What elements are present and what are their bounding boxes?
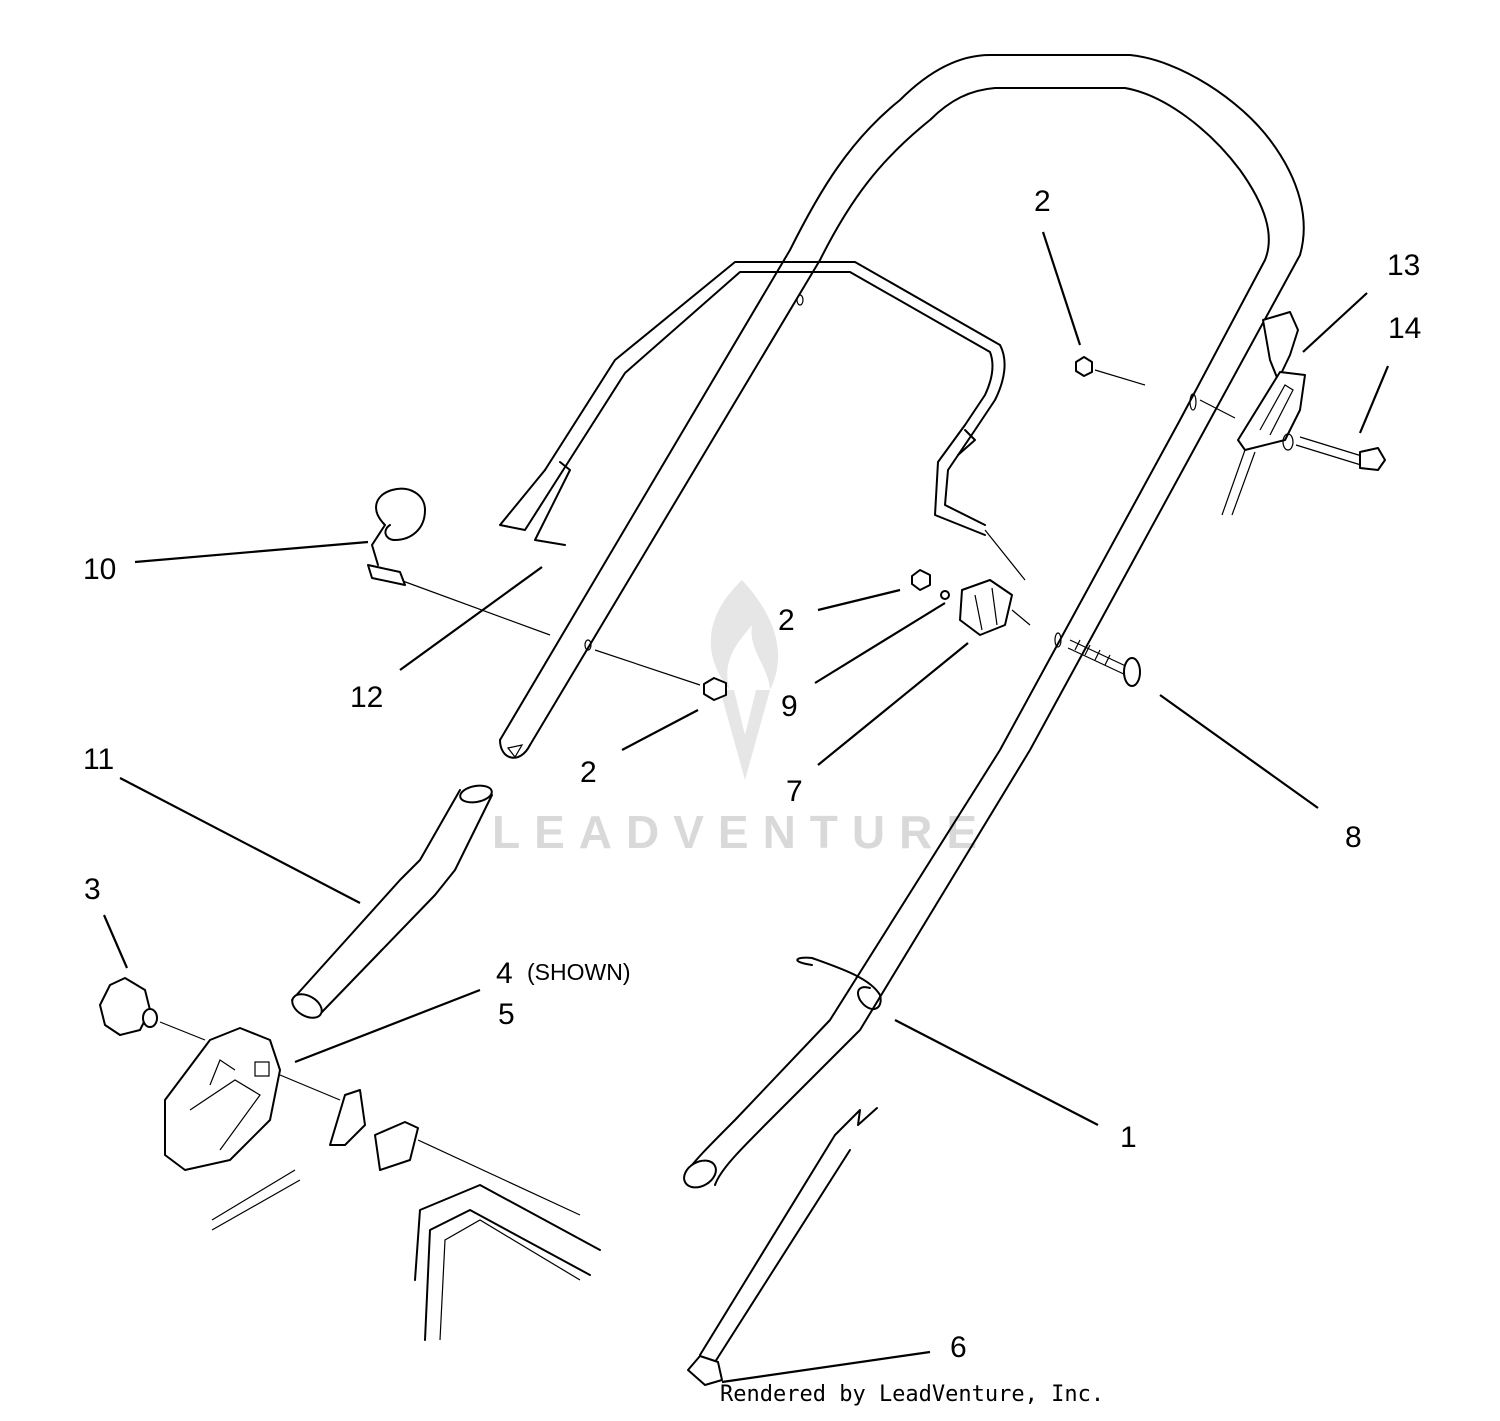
leader-8 <box>1159 694 1319 809</box>
part-11-lower-tube <box>291 784 493 1019</box>
leader-7 <box>817 642 969 766</box>
callout-10: 10 <box>83 553 116 586</box>
callout-5: 5 <box>498 998 515 1031</box>
part-4-5-bracket <box>164 1027 341 1171</box>
callout-6: 6 <box>950 1331 967 1364</box>
mower-deck-detail <box>211 1089 601 1341</box>
callout-3: 3 <box>84 873 101 906</box>
leader-2a <box>1041 231 1082 346</box>
callout-7: 7 <box>786 775 803 808</box>
leader-11 <box>119 777 361 904</box>
callout-4: 4 <box>496 957 513 990</box>
callout-labels: 1 2 2 2 3 4 (SHOWN) 5 6 7 8 9 10 11 12 1… <box>83 185 1421 1364</box>
leader-2b <box>817 588 901 612</box>
watermark: LEADVENTURE <box>492 580 991 858</box>
leader-lines <box>102 231 1390 1384</box>
callout-1: 1 <box>1120 1121 1137 1154</box>
leader-3 <box>102 914 129 969</box>
part-14-bolt <box>1075 356 1386 471</box>
rendered-by-credit: Rendered by LeadVenture, Inc. <box>720 1382 1105 1407</box>
leader-9 <box>814 602 946 684</box>
callout-12: 12 <box>350 681 383 714</box>
part-6-cable <box>687 1107 878 1386</box>
callout-4-note: (SHOWN) <box>527 959 630 985</box>
callout-2-mid: 2 <box>778 604 795 637</box>
callout-14: 14 <box>1388 312 1421 345</box>
watermark-text: LEADVENTURE <box>492 806 991 858</box>
leader-14 <box>1358 365 1390 434</box>
part-3-knob <box>99 977 206 1041</box>
part-1-main-handle <box>499 54 1305 1189</box>
callout-8: 8 <box>1345 821 1362 854</box>
callout-9: 9 <box>781 690 798 723</box>
leader-6 <box>721 1350 931 1384</box>
leader-4-5 <box>294 988 481 1064</box>
part-12-bail <box>499 261 1026 581</box>
leader-2c <box>621 709 699 751</box>
leader-12 <box>399 566 543 671</box>
part-8-bolt <box>1054 632 1141 687</box>
callout-11: 11 <box>83 743 114 776</box>
part-13-shift-lever <box>1094 311 1306 516</box>
leader-10 <box>134 540 369 564</box>
callout-2-top: 2 <box>1034 185 1051 218</box>
leader-1 <box>894 1019 1099 1126</box>
part-10-pin <box>367 487 426 586</box>
callout-2-low: 2 <box>580 756 597 789</box>
leadventure-flame-logo <box>710 580 779 780</box>
part-7-9-2-hardware <box>399 569 1031 701</box>
callout-13: 13 <box>1387 249 1420 282</box>
leader-13 <box>1302 292 1368 353</box>
